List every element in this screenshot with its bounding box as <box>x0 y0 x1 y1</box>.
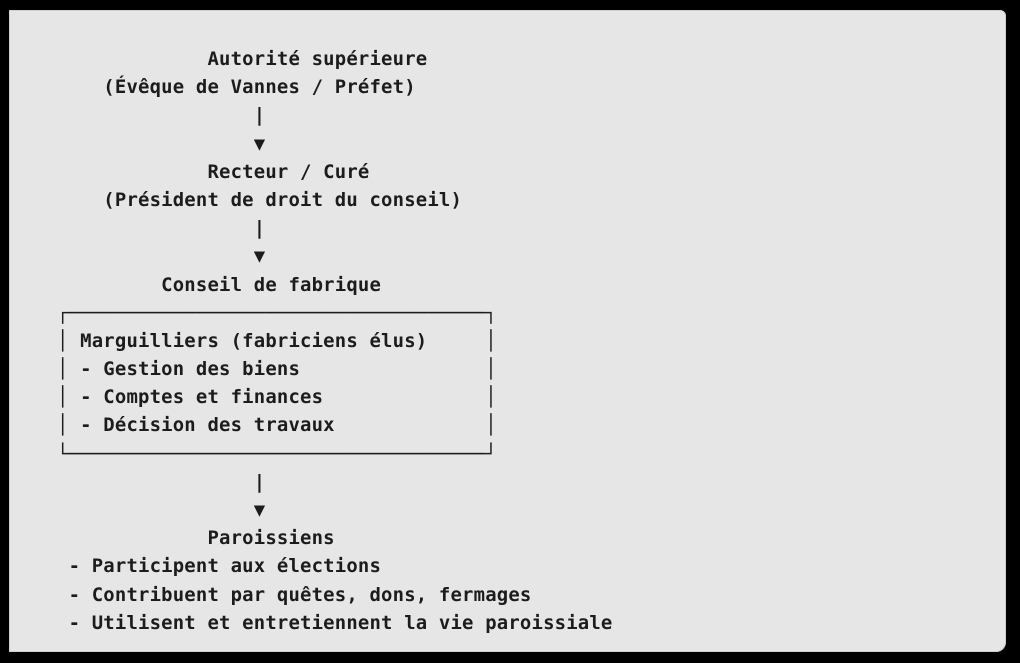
arrow-down-icon: ▼ <box>57 245 266 268</box>
box-line-travaux: │ - Décision des travaux │ <box>57 414 497 437</box>
node-recteur-title: Recteur / Curé <box>57 160 370 183</box>
box-line-marguilliers: │ Marguilliers (fabriciens élus) │ <box>57 329 497 352</box>
node-autorite-subtitle: (Évêque de Vannes / Préfet) <box>57 76 416 99</box>
paroissiens-item-contributions: - Contribuent par quêtes, dons, fermages <box>57 583 532 606</box>
connector-line: | <box>57 104 266 127</box>
node-conseil-title: Conseil de fabrique <box>57 273 382 296</box>
connector-line: | <box>57 470 266 493</box>
paroissiens-item-elections: - Participent aux élections <box>57 555 382 578</box>
paroissiens-item-vie: - Utilisent et entretiennent la vie paro… <box>57 611 613 634</box>
arrow-down-icon: ▼ <box>57 132 266 155</box>
arrow-down-icon: ▼ <box>57 499 266 521</box>
node-recteur-subtitle: (Président de droit du conseil) <box>57 188 463 211</box>
node-autorite-title: Autorité supérieure <box>57 48 428 70</box>
diagram-panel: Autorité supérieure (Évêque de Vannes / … <box>9 10 1006 652</box>
box-bottom-border: └────────────────────────────────────┘ <box>57 442 497 465</box>
ascii-org-chart: Autorité supérieure (Évêque de Vannes / … <box>57 45 613 637</box>
connector-line: | <box>57 217 266 240</box>
box-top-border: ┌────────────────────────────────────┐ <box>57 301 497 324</box>
box-line-comptes: │ - Comptes et finances │ <box>57 386 497 409</box>
node-paroissiens-title: Paroissiens <box>57 527 335 550</box>
box-line-gestion: │ - Gestion des biens │ <box>57 358 497 381</box>
